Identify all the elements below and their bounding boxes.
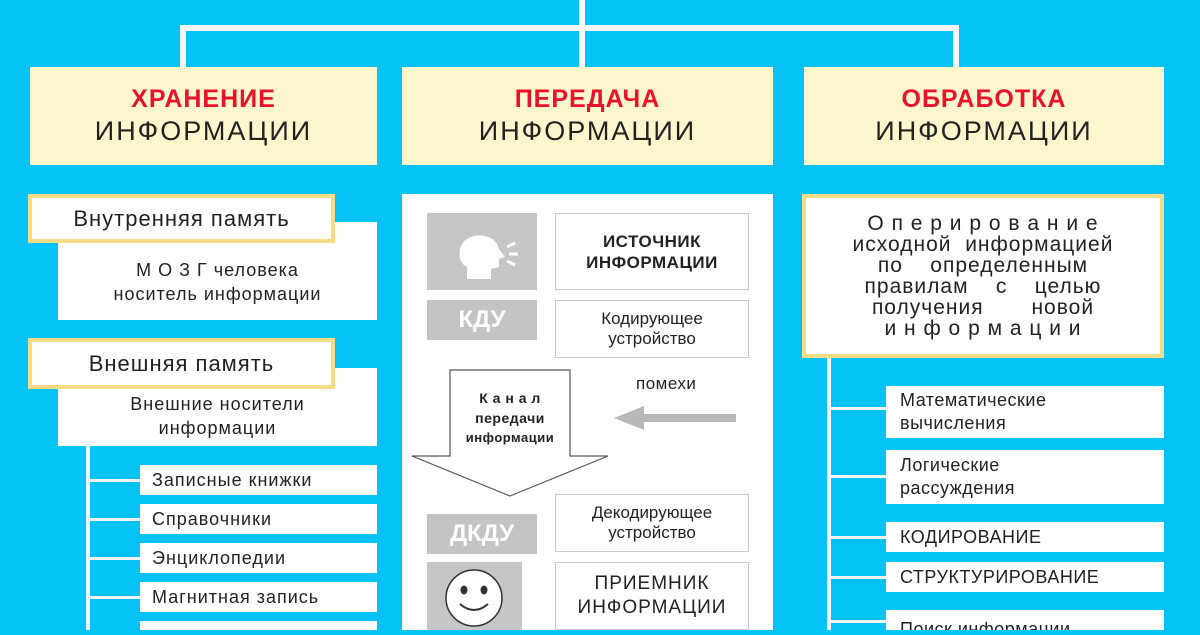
storage-item-magnetic-recording: Магнитная запись — [140, 582, 377, 612]
speaking-head-icon — [427, 213, 537, 290]
dkdu-label: ДКДУ — [449, 520, 515, 547]
processing-item-line: Логические — [900, 455, 1000, 475]
channel-line-1: К а н а л — [479, 390, 541, 406]
processing-definition-box: О п е р и р о в а н и е исходной информа… — [802, 194, 1164, 358]
storage-item-encyclopedias: Энциклопедии — [140, 543, 377, 573]
processing-title-main: ИНФОРМАЦИИ — [875, 116, 1093, 146]
definition-line-5: получения новой — [871, 296, 1095, 319]
branch-search — [827, 620, 886, 623]
storage-item-cut-off — [140, 621, 377, 630]
channel-line-3: информации — [465, 430, 555, 445]
decoder-box: Декодирующее устройство — [555, 494, 749, 552]
encoder-line-1: Кодирующее — [601, 309, 703, 328]
branch-coding — [827, 536, 886, 539]
storage-item-label: Записные книжки — [152, 469, 313, 490]
definition-line-3: по определенным — [877, 254, 1089, 277]
receiver-line-1: ПРИЕМНИК — [594, 573, 710, 594]
processing-item-coding: КОДИРОВАНИЕ — [886, 522, 1164, 552]
decoder-line-1: Декодирующее — [591, 503, 713, 522]
processing-item-line: СТРУКТУРИРОВАНИЕ — [900, 566, 1100, 587]
processing-item-math: Математические вычисления — [886, 386, 1164, 438]
storage-tree-line — [86, 445, 90, 630]
internal-desc-line-1: М О З Г человека — [136, 260, 299, 280]
processing-item-line: рассуждения — [900, 478, 1016, 498]
channel-label: К а н а л передачи информации — [450, 388, 570, 448]
storage-item-label: Магнитная запись — [152, 586, 320, 607]
external-desc-line-2: информации — [158, 418, 277, 438]
external-desc-line-1: Внешние носители — [130, 394, 305, 414]
processing-item-line: вычисления — [900, 413, 1007, 433]
branch-encyclopedias — [86, 557, 140, 560]
branch-references — [86, 518, 140, 521]
internal-memory-label: Внутренняя память — [73, 205, 290, 231]
receiver-box: ПРИЕМНИК ИНФОРМАЦИИ — [555, 562, 749, 630]
dkdu-box: ДКДУ — [427, 514, 537, 554]
connector-storage — [180, 25, 186, 67]
connector-transfer — [579, 25, 585, 67]
transfer-title-accent: ПЕРЕДАЧА — [514, 85, 661, 113]
left-arrow-icon — [614, 406, 736, 430]
smiley-face-icon — [427, 562, 522, 630]
external-memory-label: Внешняя память — [88, 350, 275, 376]
encoder-box: Кодирующее устройство — [555, 300, 749, 358]
definition-line-4: правилам с целью — [864, 275, 1102, 298]
channel-line-2: передачи — [475, 410, 545, 426]
definition-line-1: О п е р и р о в а н и е — [867, 212, 1099, 235]
external-memory-box: Внешняя память — [28, 338, 335, 389]
processing-item-line: Математические — [900, 390, 1047, 410]
processing-title-accent: ОБРАБОТКА — [901, 85, 1067, 113]
kdu-label: КДУ — [458, 306, 506, 333]
definition-line-2: исходной информацией — [852, 233, 1114, 256]
storage-header: ХРАНЕНИЕ ИНФОРМАЦИИ — [30, 67, 377, 165]
processing-item-structuring: СТРУКТУРИРОВАНИЕ — [886, 562, 1164, 592]
top-connector-vertical — [579, 0, 585, 30]
receiver-line-2: ИНФОРМАЦИИ — [577, 597, 727, 618]
top-connector-horizontal — [180, 25, 959, 31]
source-box: ИСТОЧНИК ИНФОРМАЦИИ — [555, 213, 749, 290]
storage-item-label: Энциклопедии — [152, 547, 287, 568]
transfer-title-main: ИНФОРМАЦИИ — [478, 116, 697, 146]
branch-magnetic — [86, 596, 140, 599]
down-arrow-icon — [411, 369, 609, 497]
processing-item-logic: Логические рассуждения — [886, 450, 1164, 504]
storage-item-notebooks: Записные книжки — [140, 465, 377, 495]
transfer-header: ПЕРЕДАЧА ИНФОРМАЦИИ — [402, 67, 773, 165]
storage-title-main: ИНФОРМАЦИИ — [94, 116, 313, 146]
internal-memory-box: Внутренняя память — [28, 194, 335, 243]
noise-label: помехи — [636, 374, 697, 393]
definition-line-6: и н ф о р м а ц и и — [884, 317, 1082, 340]
processing-item-line: Поиск информации — [900, 619, 1071, 630]
branch-logic — [827, 475, 886, 478]
storage-item-references: Справочники — [140, 504, 377, 534]
processing-item-line: КОДИРОВАНИЕ — [900, 526, 1042, 547]
storage-title-accent: ХРАНЕНИЕ — [131, 85, 276, 113]
encoder-line-2: устройство — [608, 329, 696, 348]
internal-desc-line-2: носитель информации — [113, 284, 322, 304]
processing-item-search: Поиск информации — [886, 610, 1164, 630]
branch-structuring — [827, 576, 886, 579]
branch-notebooks — [86, 479, 140, 482]
kdu-box: КДУ — [427, 300, 537, 340]
branch-math — [827, 407, 886, 410]
source-line-1: ИСТОЧНИК — [602, 231, 702, 251]
storage-item-label: Справочники — [152, 508, 273, 529]
connector-processing — [953, 25, 959, 67]
source-line-2: ИНФОРМАЦИИ — [586, 252, 718, 272]
processing-tree-line — [827, 358, 831, 630]
decoder-line-2: устройство — [608, 523, 696, 542]
processing-header: ОБРАБОТКА ИНФОРМАЦИИ — [804, 67, 1164, 165]
